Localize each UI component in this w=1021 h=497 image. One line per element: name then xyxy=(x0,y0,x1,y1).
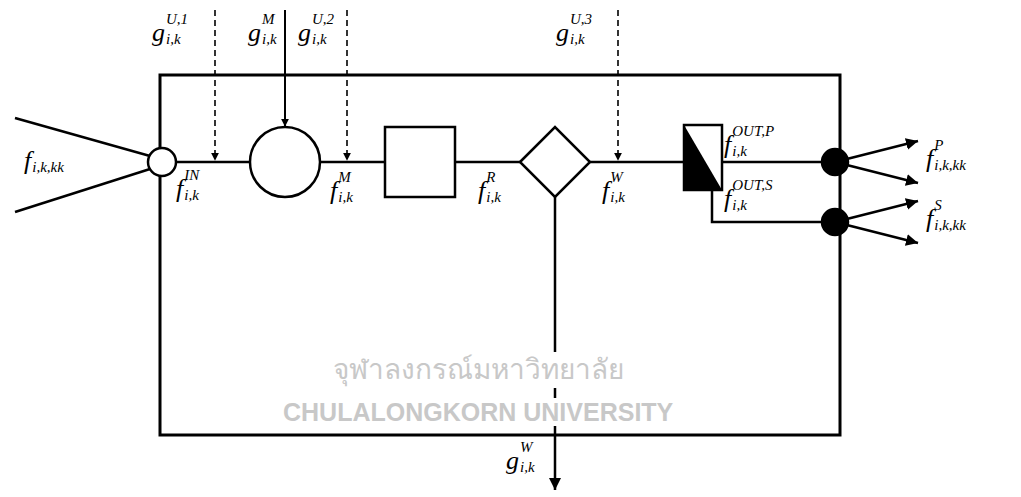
subscript: i,k xyxy=(732,198,747,213)
splitter-fill xyxy=(684,125,722,190)
superscript: P xyxy=(934,138,943,153)
symbol-letter: f xyxy=(724,132,731,158)
subscript: i,k,kk xyxy=(32,160,64,175)
superscript: M xyxy=(262,12,275,27)
superscript: U,2 xyxy=(312,12,334,27)
subscript: i,k xyxy=(610,190,625,205)
product-node xyxy=(822,149,848,175)
flow-line xyxy=(722,161,822,164)
subscript: i,k xyxy=(262,32,277,47)
superscript: M xyxy=(338,170,351,185)
subscript: i,k xyxy=(520,460,535,475)
system-boundary xyxy=(160,75,840,435)
watermark: จุฬาลงกรณ์มหาวิทยาลัย xyxy=(331,352,626,388)
superscript: S xyxy=(934,198,942,213)
superscript: OUT,P xyxy=(732,124,774,139)
subscript: i,k xyxy=(570,32,585,47)
superscript: OUT,S xyxy=(732,178,772,193)
subscript: i,k xyxy=(732,144,747,159)
mixer-node xyxy=(148,148,176,176)
symbol-letter: f xyxy=(602,178,609,204)
superscript: W xyxy=(610,170,623,185)
superscript: U,3 xyxy=(570,12,592,27)
symbol-letter: g xyxy=(556,20,569,46)
symbol-letter: g xyxy=(248,20,261,46)
flow-line xyxy=(320,161,385,164)
makeup-arrow xyxy=(284,10,286,126)
symbol-letter: f xyxy=(24,148,31,174)
subscript: i,k xyxy=(486,190,501,205)
flow-line xyxy=(590,161,684,164)
symbol-letter: f xyxy=(724,186,731,212)
symbol-letter: f xyxy=(478,178,485,204)
mixing-unit xyxy=(250,127,320,197)
waste-arrow xyxy=(554,197,557,490)
reactor-unit xyxy=(385,127,455,197)
subscript: i,k xyxy=(166,32,181,47)
symbol-letter: g xyxy=(506,448,519,474)
utility-arrow xyxy=(617,10,619,160)
side-node xyxy=(822,209,848,235)
inflow-line xyxy=(15,169,150,212)
superscript: U,1 xyxy=(166,12,188,27)
symbol-letter: f xyxy=(176,176,183,202)
watermark: CHULALONGKORN UNIVERSITY xyxy=(281,398,675,426)
utility-arrow xyxy=(214,10,216,160)
inflow-line xyxy=(15,118,150,156)
superscript: W xyxy=(520,440,533,455)
symbol-letter: g xyxy=(298,20,311,46)
separator-diamond xyxy=(520,127,590,197)
symbol-letter: f xyxy=(926,146,933,172)
symbol-letter: g xyxy=(152,20,165,46)
splitter-box xyxy=(684,125,722,190)
subscript: i,k,kk xyxy=(934,158,966,173)
flow-line xyxy=(176,161,250,164)
superscript: R xyxy=(486,170,495,185)
subscript: i,k xyxy=(312,32,327,47)
utility-arrow xyxy=(346,10,348,160)
subscript: i,k xyxy=(338,190,353,205)
subscript: i,k,kk xyxy=(934,218,966,233)
symbol-letter: f xyxy=(926,206,933,232)
symbol-letter: f xyxy=(330,178,337,204)
flow-line xyxy=(455,161,520,164)
superscript: IN xyxy=(184,168,199,183)
subscript: i,k xyxy=(184,188,199,203)
